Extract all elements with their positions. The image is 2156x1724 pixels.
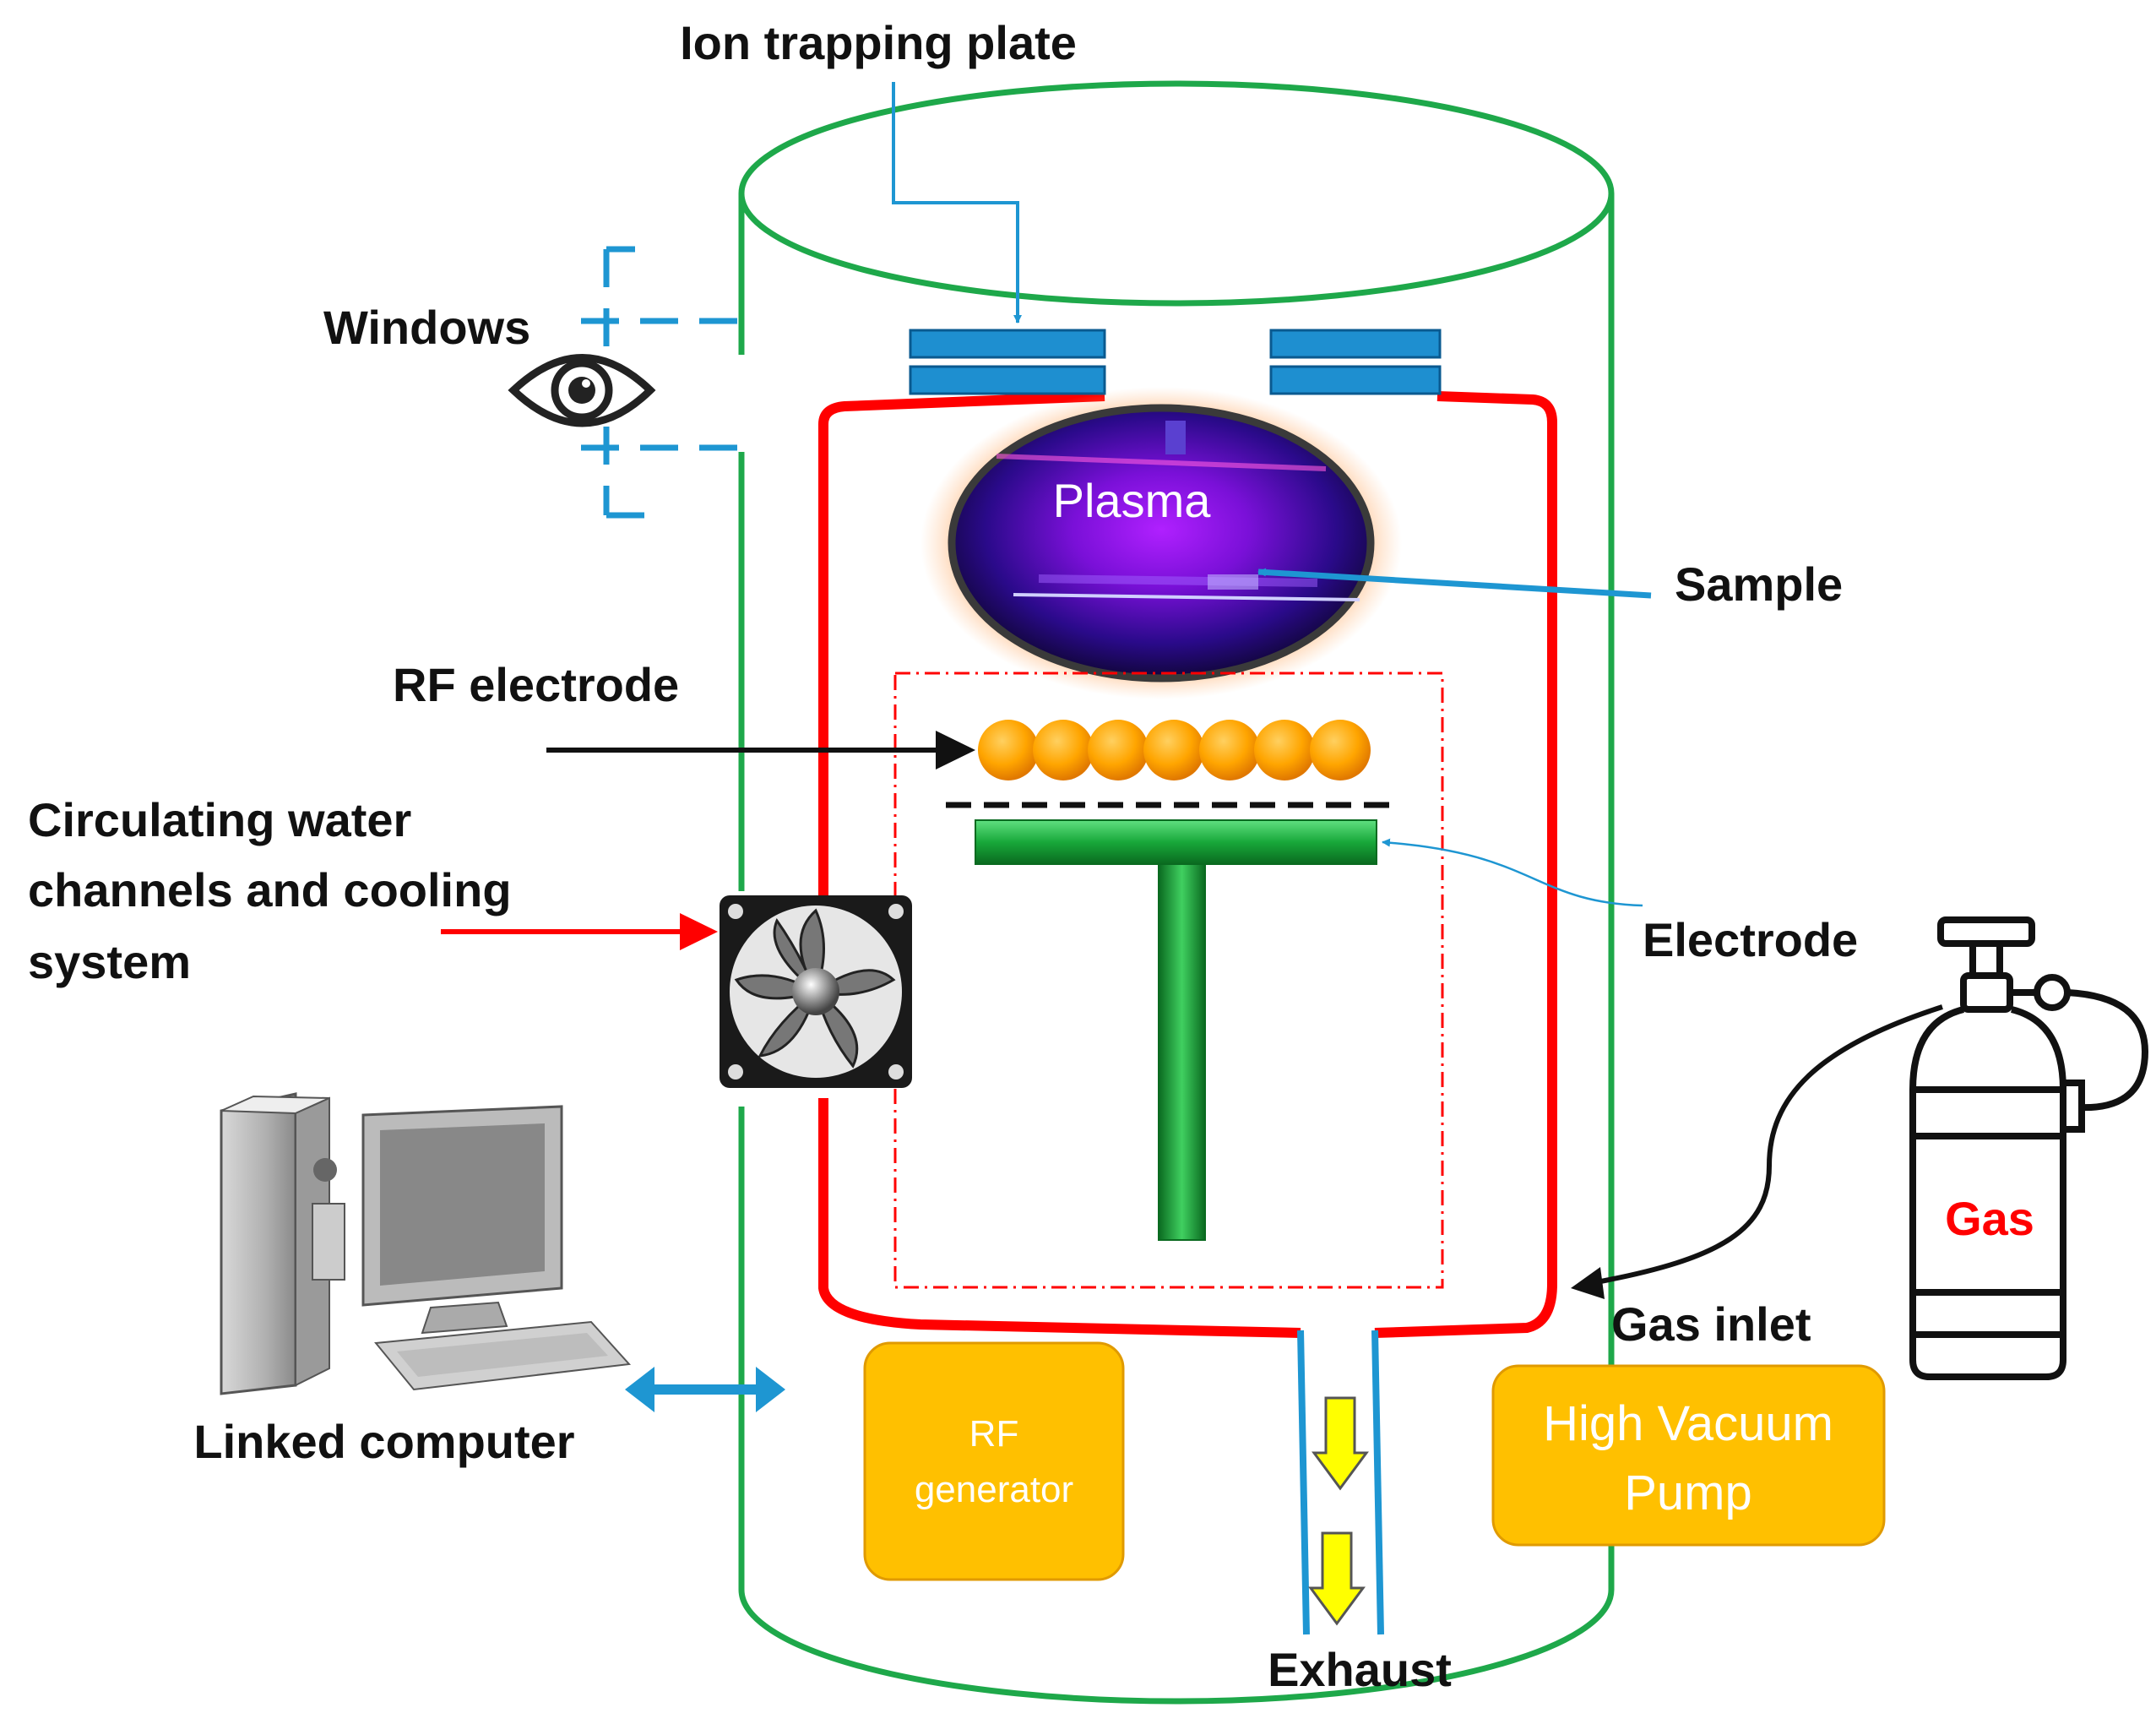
electrode-label: Electrode	[1643, 913, 1858, 966]
rf-generator-label-line1: RF	[969, 1413, 1019, 1455]
ion-trapping-plate-label: Ion trapping plate	[680, 16, 1077, 69]
circulating-label-line1: Circulating water	[28, 793, 411, 846]
rf-electrode-coil	[978, 720, 1371, 780]
sample-label: Sample	[1675, 557, 1843, 611]
rf-generator-box	[863, 1341, 1125, 1581]
circulating-label-line3: system	[28, 935, 191, 988]
gas-label: Gas	[1945, 1192, 2034, 1245]
sample-pointer	[1257, 568, 1652, 599]
inner-chamber	[818, 391, 1557, 1338]
ion-trapping-pointer	[892, 82, 1022, 324]
pump-label-line1: High Vacuum	[1543, 1396, 1833, 1451]
eye-icon	[508, 354, 656, 427]
linked-computer-label: Linked computer	[193, 1415, 574, 1468]
rf-generator-label-line2: generator	[915, 1469, 1073, 1510]
rf-electrode-pointer	[546, 731, 975, 770]
pump-label-line2: Pump	[1624, 1466, 1752, 1520]
plasma-label: Plasma	[1053, 474, 1212, 527]
computer-link-arrow	[625, 1367, 785, 1412]
rf-electrode-label: RF electrode	[393, 658, 679, 711]
gas-cylinder-icon	[1909, 916, 2149, 1380]
vacuum-pump-box	[1491, 1364, 1886, 1547]
fan-icon	[720, 895, 912, 1088]
plasma-viewport	[921, 387, 1402, 699]
windows-label: Windows	[323, 301, 530, 354]
exhaust-pipe	[1297, 1330, 1384, 1635]
exhaust-label: Exhaust	[1268, 1643, 1452, 1696]
cooling-pointer	[441, 913, 718, 950]
electrode-pointer	[1382, 838, 1643, 907]
circulating-label-line2: channels and cooling	[28, 863, 512, 916]
ion-trapping-plates	[909, 329, 1442, 395]
computer-icon	[220, 1092, 632, 1395]
gas-inlet-hose	[1571, 1004, 1943, 1299]
electrode-t	[975, 819, 1377, 1241]
exhaust-flow-arrows	[1308, 1396, 1369, 1626]
gas-inlet-label: Gas inlet	[1611, 1297, 1811, 1351]
